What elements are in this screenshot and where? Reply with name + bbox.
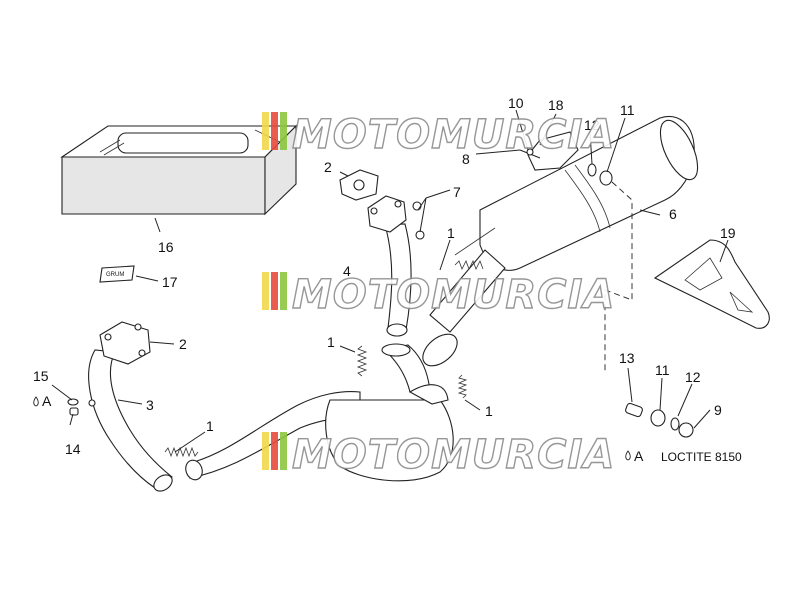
callouts: 16 17 2 2 3 4 7 1 1 1 1 15 14 10 18 8 12… <box>33 95 736 457</box>
loctite-symbol-left: A <box>33 393 52 409</box>
callout-1-c: 1 <box>485 403 493 419</box>
callout-2-upper: 2 <box>324 159 332 175</box>
part-6-silencer <box>422 116 699 367</box>
callout-4: 4 <box>343 263 351 279</box>
callout-1-a: 1 <box>447 225 455 241</box>
callout-3: 3 <box>146 397 154 413</box>
part-18-bracket <box>519 131 579 171</box>
callout-11-lower: 11 <box>655 362 670 378</box>
mounting-hardware <box>625 402 694 438</box>
part-3-header-pipe <box>88 321 173 492</box>
watermark-top: MOTOMURCIA <box>262 111 615 159</box>
callout-18: 18 <box>548 97 564 113</box>
silencer-fasteners <box>587 163 613 186</box>
callout-11-upper: 11 <box>620 102 635 118</box>
mounting-dashed-line <box>604 181 633 372</box>
watermark-stripe-green <box>280 112 287 150</box>
loctite-symbol-right: A <box>625 448 644 464</box>
loctite-mark-right: A <box>634 448 644 464</box>
callout-19: 19 <box>720 225 736 241</box>
part-16-packaging-box <box>60 124 298 216</box>
callout-15: 15 <box>33 368 49 384</box>
callout-13: 13 <box>619 350 635 366</box>
watermark-stripe-green <box>280 272 287 310</box>
watermark-stripe-green <box>280 432 287 470</box>
callout-7: 7 <box>453 184 461 200</box>
watermark-stripe-yellow <box>262 432 269 470</box>
callout-17: 17 <box>162 274 178 290</box>
left-fasteners <box>67 398 96 416</box>
callout-1-d: 1 <box>206 418 214 434</box>
callout-6: 6 <box>669 206 677 222</box>
spring-parts <box>164 260 484 458</box>
tag-label: GRUM <box>106 272 124 278</box>
watermark-stripe-yellow <box>262 272 269 310</box>
watermark-stripe-red <box>271 272 278 310</box>
callout-16: 16 <box>158 239 174 255</box>
part-2-gasket-upper <box>339 169 379 201</box>
callout-9: 9 <box>714 402 722 418</box>
watermark-text: MOTOMURCIA <box>292 432 615 478</box>
callout-10: 10 <box>508 95 524 111</box>
loctite-note: LOCTITE 8150 <box>661 450 742 464</box>
callout-1-b: 1 <box>327 334 335 350</box>
watermark-stripe-red <box>271 112 278 150</box>
part-19-bracket <box>653 239 770 329</box>
callout-2-lower: 2 <box>179 336 187 352</box>
callout-14: 14 <box>65 441 81 457</box>
loctite-mark-left: A <box>42 393 52 409</box>
watermark-text: MOTOMURCIA <box>292 112 615 158</box>
watermark-stripe-yellow <box>262 112 269 150</box>
watermark-text: MOTOMURCIA <box>292 272 615 318</box>
watermark-stripe-red <box>271 432 278 470</box>
leader-lines <box>51 109 729 453</box>
callout-12-lower: 12 <box>685 369 701 385</box>
part-4-header-pipe <box>367 195 412 337</box>
part-17-tag: GRUM <box>99 265 159 283</box>
callout-12-upper: 12 <box>584 117 600 133</box>
watermark-bottom: MOTOMURCIA <box>262 431 615 479</box>
callout-8: 8 <box>462 151 470 167</box>
watermark-middle: MOTOMURCIA <box>262 271 615 319</box>
